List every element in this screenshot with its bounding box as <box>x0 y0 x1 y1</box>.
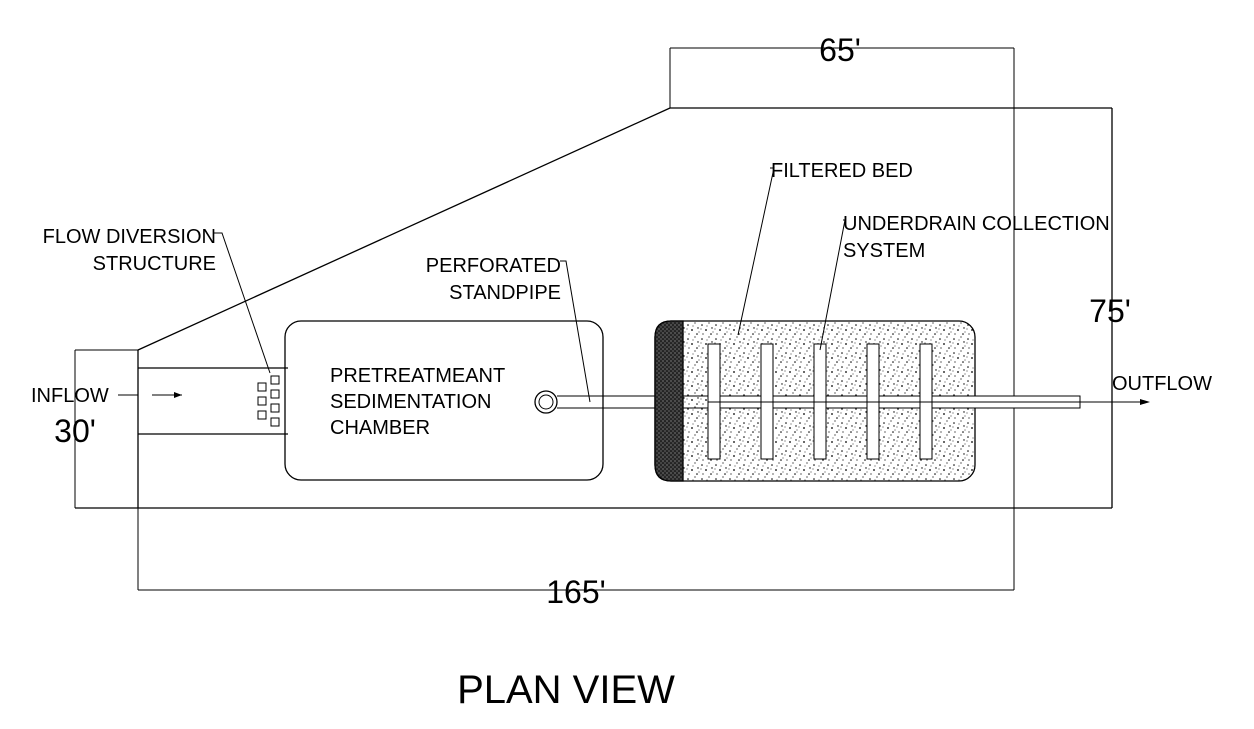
flow-diversion-label-2: STRUCTURE <box>93 253 216 275</box>
dimension-30: 30' <box>54 349 138 508</box>
underdrain-label-2: SYSTEM <box>843 240 925 262</box>
outflow-arrow <box>1080 399 1150 405</box>
flow-diversion-structure <box>257 375 280 427</box>
inflow-label: INFLOW <box>31 385 109 407</box>
site-outline <box>75 107 1113 509</box>
filtered-bed-label: FILTERED BED <box>771 160 913 182</box>
dimension-65: 65' <box>669 32 1015 590</box>
dimension-165: 165' <box>137 508 1014 610</box>
leader-lines <box>214 167 846 403</box>
plan-view-title: PLAN VIEW <box>457 668 675 712</box>
dim-165-label: 165' <box>546 574 606 610</box>
pretreatment-label-3: CHAMBER <box>330 417 430 439</box>
pretreatment-chamber <box>284 320 604 481</box>
pretreatment-label-2: SEDIMENTATION <box>330 391 491 413</box>
underdrain-laterals <box>707 343 1080 460</box>
dim-65-label: 65' <box>819 32 861 68</box>
perforated-label-1: PERFORATED <box>426 255 561 277</box>
dimension-75: 75' <box>1089 293 1131 329</box>
pretreatment-label-1: PRETREATMEANT <box>330 365 505 387</box>
outflow-label: OUTFLOW <box>1112 373 1212 395</box>
dim-75-label: 75' <box>1089 293 1131 329</box>
flow-diversion-label-1: FLOW DIVERSION <box>43 226 216 248</box>
dim-30-label: 30' <box>54 413 96 449</box>
inflow-channel <box>118 367 288 435</box>
underdrain-label-1: UNDERDRAIN COLLECTION <box>843 213 1110 235</box>
perforated-label-2: STANDPIPE <box>449 282 561 304</box>
